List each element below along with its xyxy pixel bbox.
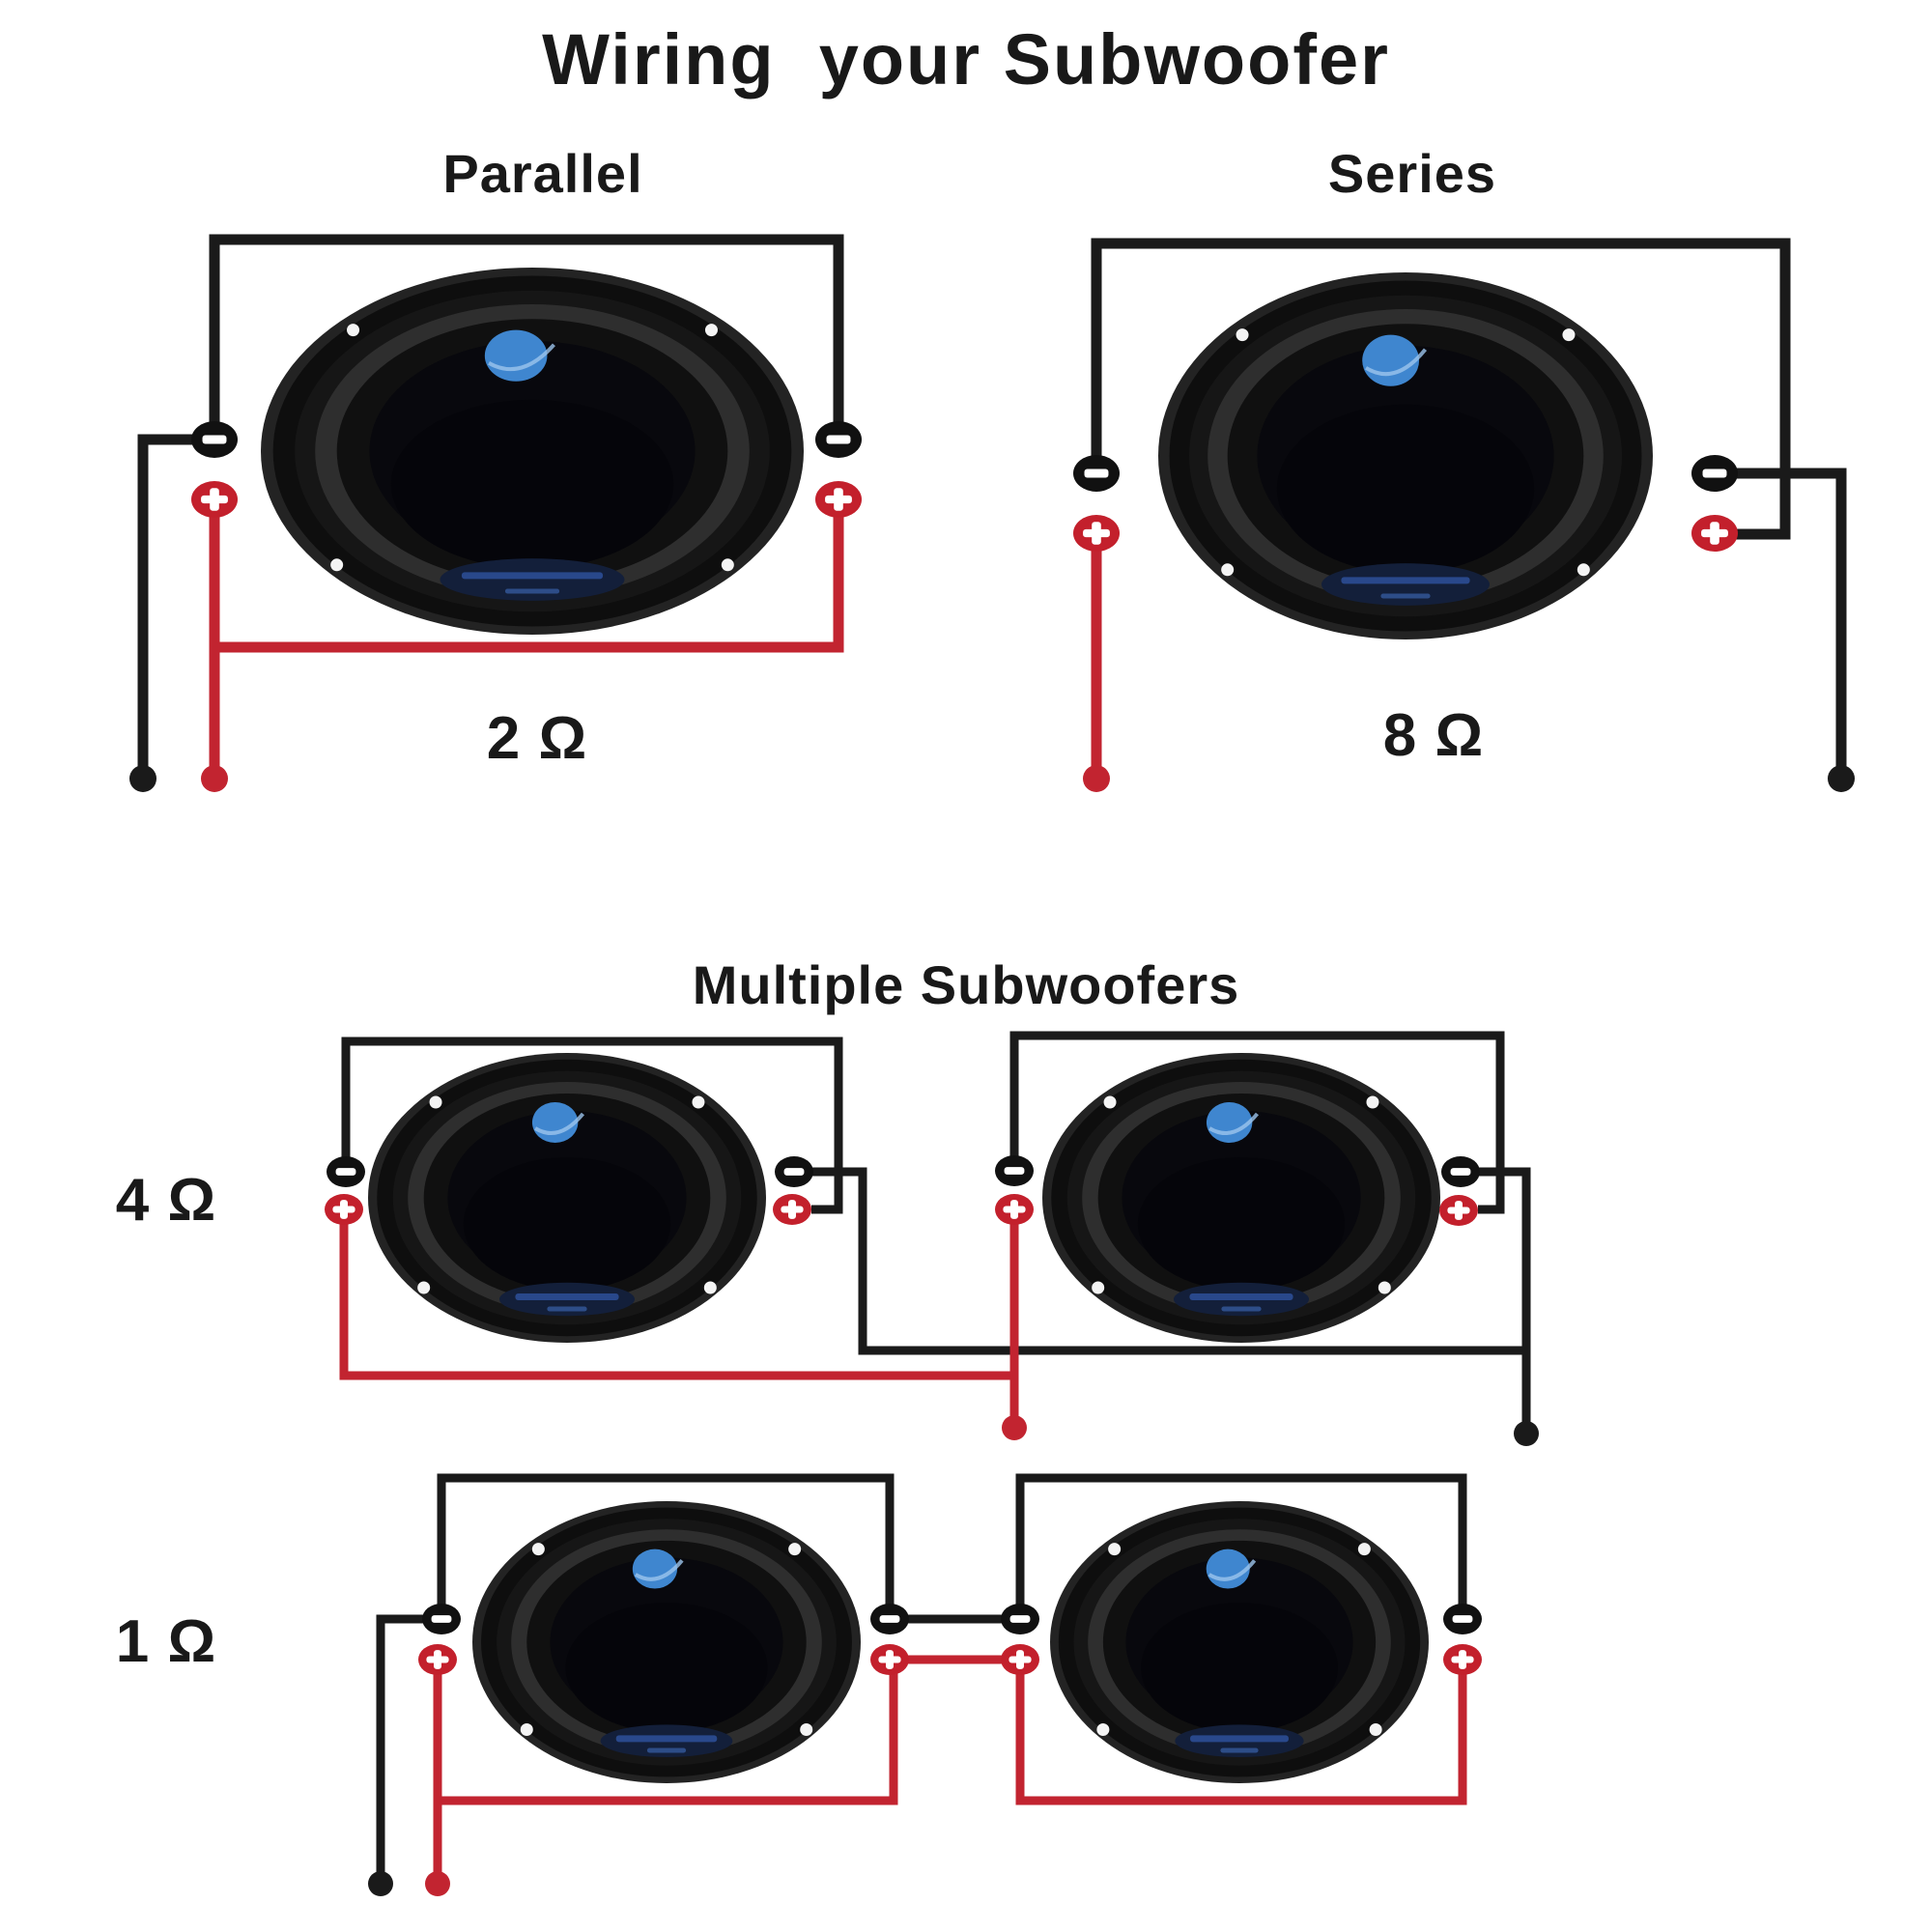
screw-icon	[704, 324, 718, 337]
wire-black	[437, 1473, 895, 1619]
wire-black	[341, 1037, 843, 1214]
series-impedance-label: 8 Ω	[1382, 702, 1485, 769]
connection-dot	[368, 1871, 393, 1896]
screw-icon	[1577, 563, 1590, 577]
subwoofer	[472, 1501, 861, 1783]
terminal-plus-icon	[1439, 1195, 1478, 1226]
connection-dot	[201, 765, 228, 792]
terminal-minus-icon	[1441, 1156, 1480, 1187]
wire-black	[137, 434, 214, 779]
terminal-plus-icon	[773, 1194, 811, 1225]
four-ohm-impedance-label: 4 Ω	[115, 1167, 217, 1234]
subwoofer	[1158, 272, 1653, 639]
screw-icon	[429, 1095, 442, 1109]
screw-icon	[788, 1543, 802, 1556]
terminal-plus-icon	[870, 1644, 909, 1675]
wire-black	[1461, 1167, 1531, 1434]
wire-red	[209, 499, 844, 653]
connection-dot	[1002, 1415, 1027, 1440]
wire-black	[1715, 468, 1847, 779]
terminal-minus-icon	[191, 421, 238, 458]
terminal-minus-icon	[1001, 1604, 1039, 1634]
terminal-minus-icon	[1073, 455, 1120, 492]
planet-logo-icon	[1362, 334, 1420, 386]
terminal-minus-icon	[775, 1156, 813, 1187]
connection-dot	[129, 765, 156, 792]
planet-logo-icon	[484, 329, 548, 382]
terminal-minus-icon	[1443, 1604, 1482, 1634]
planet-logo-icon	[632, 1548, 678, 1589]
screw-icon	[330, 558, 344, 572]
wire-black	[1015, 1473, 1467, 1619]
wire-black	[794, 1167, 1526, 1355]
connection-dot	[1514, 1421, 1539, 1446]
planet-logo-icon	[1206, 1548, 1250, 1589]
screw-icon	[1378, 1281, 1391, 1294]
series-section-label: Series	[1327, 143, 1497, 204]
terminal-plus-icon	[1073, 515, 1120, 552]
terminal-plus-icon	[995, 1194, 1034, 1225]
subwoofer	[261, 268, 804, 635]
screw-icon	[1357, 1543, 1371, 1556]
terminal-minus-icon	[870, 1604, 909, 1634]
terminal-plus-icon	[191, 481, 238, 518]
terminal-minus-icon	[422, 1604, 461, 1634]
terminal-plus-icon	[1001, 1644, 1039, 1675]
screw-icon	[703, 1281, 717, 1294]
terminal-plus-icon	[1443, 1644, 1482, 1675]
connection-dot	[1083, 765, 1110, 792]
connection-dot	[1828, 765, 1855, 792]
terminal-minus-icon	[327, 1156, 365, 1187]
planet-logo-icon	[1206, 1102, 1253, 1143]
screw-icon	[1103, 1095, 1117, 1109]
wire-red	[433, 1660, 898, 1805]
screw-icon	[417, 1281, 431, 1294]
subwoofer	[1050, 1501, 1429, 1783]
brand-band	[440, 558, 625, 601]
wire-red	[1015, 1660, 1467, 1805]
terminal-plus-icon	[1691, 515, 1738, 552]
page-title: Wiring your Subwoofer	[542, 19, 1390, 99]
terminal-minus-icon	[815, 421, 862, 458]
screw-icon	[531, 1543, 545, 1556]
screw-icon	[1369, 1723, 1382, 1737]
screw-icon	[1236, 328, 1249, 342]
screw-icon	[1092, 1281, 1105, 1294]
screw-icon	[1108, 1543, 1122, 1556]
screw-icon	[800, 1723, 813, 1737]
screw-icon	[520, 1723, 533, 1737]
wire-black	[1091, 238, 1791, 540]
planet-logo-icon	[531, 1102, 579, 1143]
subwoofer	[368, 1053, 766, 1343]
screw-icon	[1221, 563, 1235, 577]
one-ohm-impedance-label: 1 Ω	[115, 1608, 217, 1675]
wire-black	[209, 234, 844, 440]
screw-icon	[1096, 1723, 1110, 1737]
terminal-plus-icon	[325, 1194, 363, 1225]
wire-black	[1009, 1031, 1505, 1214]
screw-icon	[347, 324, 360, 337]
screw-icon	[1366, 1095, 1379, 1109]
screw-icon	[1562, 328, 1576, 342]
parallel-impedance-label: 2 Ω	[486, 705, 588, 772]
terminal-minus-icon	[995, 1155, 1034, 1186]
terminal-plus-icon	[418, 1644, 457, 1675]
terminal-plus-icon	[815, 481, 862, 518]
connection-dot	[425, 1871, 450, 1896]
brand-band	[1321, 563, 1491, 606]
screw-icon	[721, 558, 734, 572]
parallel-section-label: Parallel	[442, 143, 643, 204]
multiple-subwoofers-heading: Multiple Subwoofers	[692, 954, 1240, 1015]
subwoofer	[1042, 1053, 1440, 1343]
screw-icon	[692, 1095, 705, 1109]
wire-red	[339, 1209, 1014, 1380]
wire-black	[376, 1614, 441, 1884]
terminal-minus-icon	[1691, 455, 1738, 492]
